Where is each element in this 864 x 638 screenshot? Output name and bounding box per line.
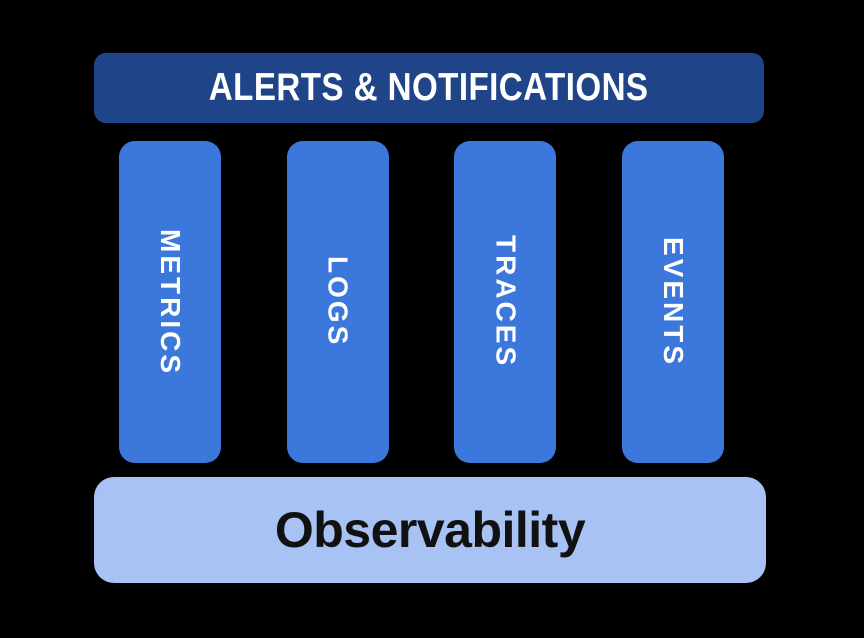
- alerts-notifications-label: ALERTS & NOTIFICATIONS: [209, 66, 649, 109]
- pillar-logs-label: LOGS: [322, 256, 354, 348]
- alerts-notifications-bar: ALERTS & NOTIFICATIONS: [94, 53, 764, 123]
- pillar-metrics-label: METRICS: [155, 228, 186, 376]
- pillar-row: METRICS LOGS TRACES EVENTS: [119, 141, 724, 463]
- pillar-traces-label: TRACES: [490, 235, 522, 369]
- pillar-events-label: EVENTS: [657, 236, 689, 368]
- pillar-metrics: METRICS: [119, 141, 221, 463]
- observability-label: Observability: [274, 502, 586, 558]
- pillar-traces: TRACES: [454, 141, 557, 463]
- pillar-logs: LOGS: [286, 141, 389, 463]
- pillar-events: EVENTS: [621, 141, 724, 463]
- observability-bar: Observability: [94, 477, 766, 583]
